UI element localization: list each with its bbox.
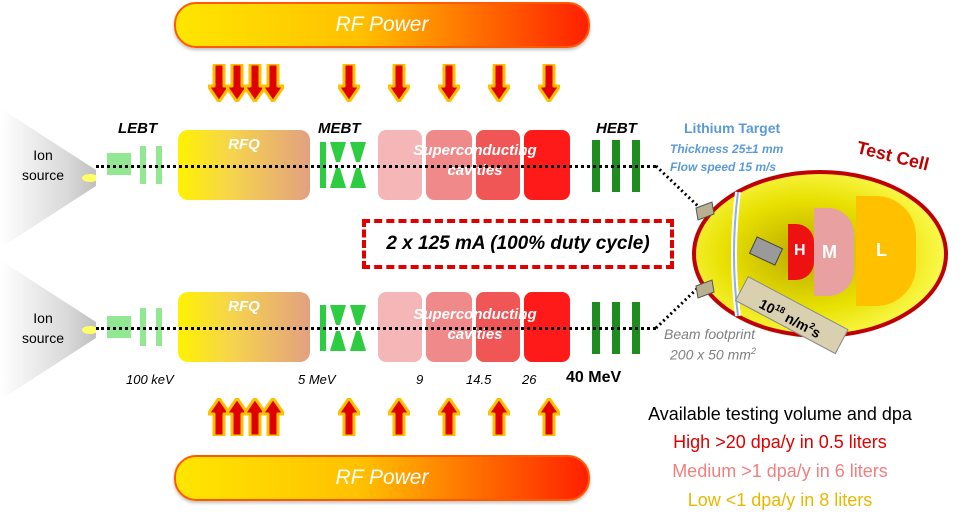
rf-power-top: RF Power [174,2,590,48]
beam-diagonals [654,164,704,330]
rf-arrow-up [260,396,286,438]
rf-arrow-down [536,62,562,104]
rf-arrow-down [386,62,412,104]
rf-arrow-down [224,62,250,104]
rf-arrow-down [206,62,232,104]
lithium-target-flow: Flow speed 15 m/s [670,160,777,174]
testing-volume-title: Available testing volume and dpa [648,404,912,424]
energy-5mev: 5 MeV [298,372,336,387]
zone-high-label: H [794,242,806,259]
rf-arrow-up [242,396,268,438]
rf-arrow-down [436,62,462,104]
rf-arrow-up [536,396,562,438]
testing-volume-high: High >20 dpa/y in 0.5 liters [673,432,887,452]
beam-footprint-line1: Beam footprint [664,326,756,342]
mebt-label: MEBT [318,120,361,137]
rf-arrow-up [386,396,412,438]
lebt-label: LEBT [118,120,158,137]
beam-line-top [96,165,656,168]
beam-line-bottom [96,327,656,330]
zone-low-label: L [876,240,887,260]
zone-high: H [788,224,814,280]
rf-arrow-down [242,62,268,104]
hebt-label: HEBT [596,120,637,137]
energy-14-5: 14.5 [466,372,492,387]
rf-arrow-down [336,62,362,104]
rf-arrow-up [224,396,250,438]
energy-final: 40 MeV [566,369,622,386]
energy-100kev: 100 keV [126,372,174,387]
rf-arrow-up [436,396,462,438]
rfq-top-label: RFQ [228,136,260,153]
duty-cycle-box: 2 x 125 mA (100% duty cycle) [362,219,674,269]
rf-arrow-up [336,396,362,438]
zone-low: L [856,196,916,306]
rf-power-bottom-label: RF Power [335,466,429,489]
rf-arrow-up [206,396,232,438]
rf-arrow-down [486,62,512,104]
rfq-bottom-label: RFQ [228,298,260,315]
energy-9: 9 [416,372,424,387]
lebt-block-top [107,153,131,175]
rf-arrow-up [486,396,512,438]
lithium-target-title: Lithium Target [684,120,781,136]
zone-medium-label: M [822,242,837,262]
ion-source-cone-bottom [0,260,96,400]
testing-volume-medium: Medium >1 dpa/y in 6 liters [672,461,888,481]
beam-footprint-line2: 200 x 50 mm2 [670,346,756,363]
lithium-target-thickness: Thickness 25±1 mm [670,142,784,156]
rf-power-top-label: RF Power [335,13,429,36]
rf-arrow-down [260,62,286,104]
energy-26: 26 [522,372,537,387]
testing-volume-low: Low <1 dpa/y in 8 liters [687,490,873,510]
ion-source-cone-top [0,108,96,248]
zone-medium: M [814,208,854,296]
rf-power-bottom: RF Power [174,455,590,501]
